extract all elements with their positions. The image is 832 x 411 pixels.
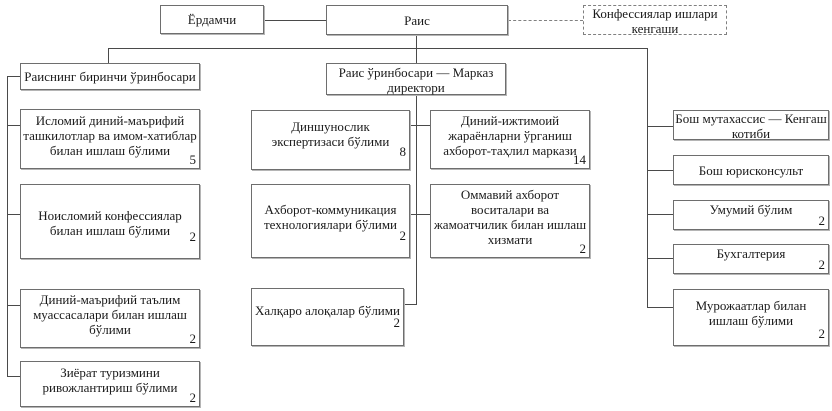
assistant-label: Ёрдамчи bbox=[187, 12, 237, 27]
connector-left-top bbox=[7, 76, 20, 77]
unit-non-islamic-confessions: Ноисломий конфессиялар билан ишлаш бўлим… bbox=[20, 184, 200, 259]
unit-label: Оммавий ахборот воситалари ва жамоатчили… bbox=[433, 187, 587, 247]
center-director-box: Раис ўринбосари — Марказ директори bbox=[326, 63, 506, 95]
first-deputy-box: Раиснинг биринчи ўринбосари bbox=[20, 63, 200, 90]
connector-left-branch-2 bbox=[7, 214, 20, 215]
unit-label: Исломий диний-маърифий ташкилотлар ва им… bbox=[23, 113, 197, 158]
staff-count: 2 bbox=[189, 229, 197, 244]
unit-accounting: Бухгалтерия 2 bbox=[673, 244, 829, 274]
connector-center-spine bbox=[416, 95, 417, 304]
connector-chairman-down bbox=[416, 35, 417, 48]
connector-center-branch-1 bbox=[410, 125, 430, 126]
council-label: Конфессиялар ишлари кенгаши bbox=[592, 6, 718, 36]
connector-main-bus bbox=[108, 48, 648, 49]
staff-count: 2 bbox=[189, 390, 197, 405]
unit-islamic-organizations: Исломий диний-маърифий ташкилотлар ва им… bbox=[20, 109, 200, 169]
connector-right-branch-3 bbox=[647, 214, 673, 215]
connector-left-branch-4 bbox=[7, 376, 20, 377]
unit-chief-legal-counsel: Бош юрисконсульт bbox=[673, 155, 829, 185]
staff-count: 5 bbox=[189, 152, 197, 167]
connector-left-branch-3 bbox=[7, 305, 20, 306]
staff-count: 2 bbox=[818, 326, 826, 341]
first-deputy-label: Раиснинг биринчи ўринбосари bbox=[24, 69, 196, 84]
unit-international-relations: Халқаро алоқалар бўлими 2 bbox=[251, 288, 404, 346]
staff-count: 2 bbox=[189, 331, 197, 346]
staff-count: 2 bbox=[818, 213, 826, 228]
unit-label: Бош мутахассис — Кенгаш котиби bbox=[675, 111, 827, 141]
unit-label: Ахборот-коммуникация технологиялари бўли… bbox=[263, 202, 398, 232]
staff-count: 8 bbox=[399, 144, 407, 159]
unit-label: Диншунослик экспертизаси бўлими bbox=[271, 119, 390, 149]
staff-count: 14 bbox=[573, 152, 586, 167]
unit-information-analysis-center: Диний-ижтимоий жараёнларни ўрганиш ахбор… bbox=[430, 110, 590, 169]
unit-label: Зиёрат туризмини ривожлантириш бўлими bbox=[42, 365, 178, 395]
unit-label: Бош юрисконсульт bbox=[698, 163, 804, 178]
connector-right-branch-1 bbox=[647, 126, 673, 127]
chairman-label: Раис bbox=[404, 13, 430, 28]
unit-chief-specialist: Бош мутахассис — Кенгаш котиби bbox=[673, 110, 829, 141]
staff-count: 2 bbox=[818, 257, 826, 272]
unit-label: Мурожаатлар билан ишлаш бўлими bbox=[695, 298, 807, 328]
unit-label: Бухгалтерия bbox=[716, 246, 786, 261]
connector-center-branch-3 bbox=[404, 304, 417, 305]
staff-count: 2 bbox=[399, 228, 407, 243]
unit-media-public-relations: Оммавий ахборот воситалари ва жамоатчили… bbox=[430, 184, 590, 258]
connector-right-branch-2 bbox=[647, 170, 673, 171]
unit-label: Диний-ижтимоий жараёнларни ўрганиш ахбор… bbox=[443, 113, 577, 158]
unit-religious-education: Диний-маърифий таълим муассасалари билан… bbox=[20, 289, 200, 348]
unit-label: Халқаро алоқалар бўлими bbox=[255, 303, 400, 318]
unit-appeals: Мурожаатлар билан ишлаш бўлими 2 bbox=[673, 289, 829, 346]
connector-chairman-council bbox=[508, 20, 583, 21]
unit-pilgrimage-tourism: Зиёрат туризмини ривожлантириш бўлими 2 bbox=[20, 361, 200, 407]
council-box: Конфессиялар ишлари кенгаши bbox=[583, 5, 727, 36]
connector-center-branch-2 bbox=[410, 214, 430, 215]
unit-ict: Ахборот-коммуникация технологиялари бўли… bbox=[251, 184, 410, 258]
connector-right-spine bbox=[647, 48, 648, 308]
center-director-label: Раис ўринбосари — Марказ директори bbox=[338, 65, 494, 95]
connector-bus-center-director bbox=[416, 48, 417, 63]
chairman-box: Раис bbox=[326, 5, 508, 35]
unit-label: Ноисломий конфессиялар билан ишлаш бўлим… bbox=[38, 208, 182, 238]
unit-label: Умумий бўлим bbox=[709, 202, 793, 217]
connector-assistant-chairman bbox=[264, 20, 326, 21]
staff-count: 2 bbox=[579, 241, 587, 256]
staff-count: 2 bbox=[393, 315, 401, 330]
unit-general-department: Умумий бўлим 2 bbox=[673, 200, 829, 230]
connector-right-branch-5 bbox=[647, 307, 673, 308]
unit-religious-studies-expertise: Диншунослик экспертизаси бўлими 8 bbox=[251, 110, 410, 170]
connector-bus-first-deputy bbox=[108, 48, 109, 63]
unit-label: Диний-маърифий таълим муассасалари билан… bbox=[33, 292, 187, 337]
connector-left-spine bbox=[7, 76, 8, 376]
connector-left-branch-1 bbox=[7, 125, 20, 126]
connector-right-branch-4 bbox=[647, 258, 673, 259]
assistant-box: Ёрдамчи bbox=[160, 5, 264, 34]
